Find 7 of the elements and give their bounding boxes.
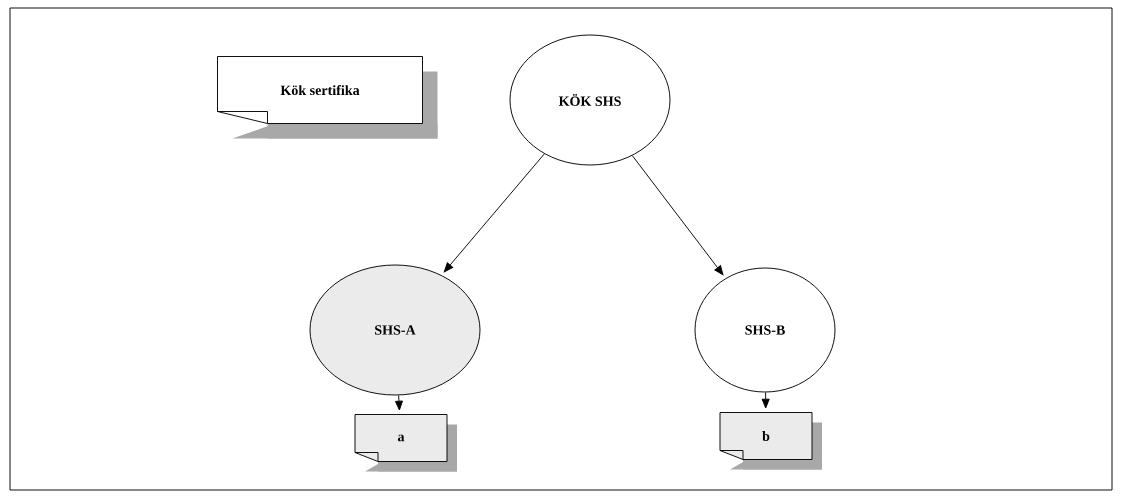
arrow [761, 392, 770, 409]
ellipse-node: KÖK SHS [509, 34, 671, 166]
arrow [443, 153, 545, 273]
ellipse-node: SHS-A [309, 264, 481, 396]
arrow [631, 155, 724, 276]
ellipse-node: SHS-B [694, 267, 836, 393]
arrow [394, 394, 403, 411]
